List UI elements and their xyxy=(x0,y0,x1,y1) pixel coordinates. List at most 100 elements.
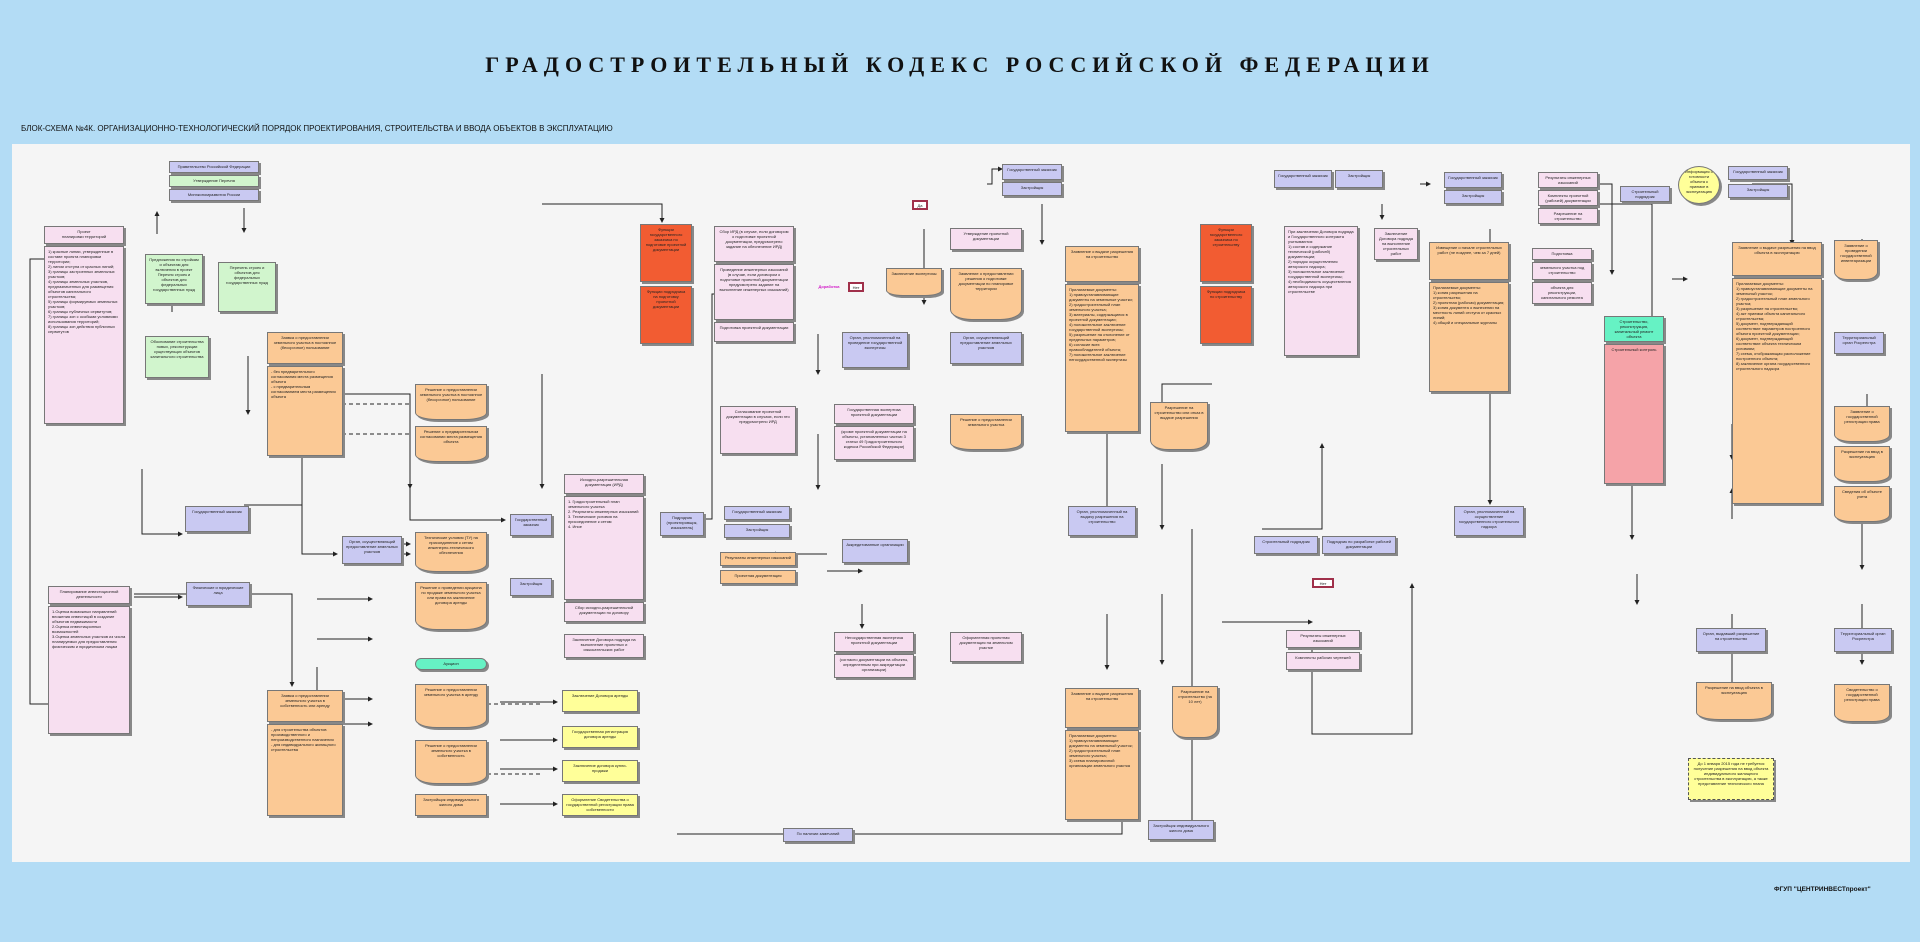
commission-permit-node: Разрешение на ввод объекта в эксплуатаци… xyxy=(1696,682,1772,720)
land-app-title: Заявка о предоставлении земельного участ… xyxy=(267,332,343,364)
info-notice-node: Информация о готовности объекта к приемк… xyxy=(1678,166,1720,204)
land-app-text: - без предварительного согласования мест… xyxy=(267,366,343,456)
territorial-org-node: Территориальный орган Росреестра xyxy=(1834,332,1884,354)
page-title: ГРАДОСТРОИТЕЛЬНЫЙ КОДЕКС РОССИЙСКОЙ ФЕДЕ… xyxy=(485,52,1435,77)
developer-individual-node: Застройщик индивидуального жилого дома xyxy=(1148,820,1214,840)
permit-construction-node: Разрешение на строительство xyxy=(1538,208,1598,224)
tech-conditions-node: Технические условия (ТУ) на присоединени… xyxy=(415,532,487,572)
surveys-node: Проведение инженерных изысканий (в случа… xyxy=(714,264,794,320)
decision-lease-node: Решение о предоставлении земельного учас… xyxy=(415,684,487,728)
proposals-node: Предложения по стройкам и объектам для в… xyxy=(145,254,203,304)
lease-contract-node: Заключение Договора аренды xyxy=(562,690,638,712)
developer-node-6: Застройщик xyxy=(1728,184,1788,198)
commission-app-title: Заявление о выдаче разрешения на ввод об… xyxy=(1732,242,1822,276)
gov-customer-node-6: Государственный заказчик xyxy=(1444,172,1502,188)
gov-customer-node-4: Государственный заказчик xyxy=(1002,164,1062,180)
land-app-2-title: Заявка о предоставлении земельного участ… xyxy=(267,690,343,722)
gov-customer-node-2: Государственный заказчик xyxy=(510,514,552,536)
decision-auction-node: Решение о проведении аукциона по продаже… xyxy=(415,582,487,630)
land-app-2-text: - для строительства объектов производств… xyxy=(267,724,343,816)
footer-author: ФГУП "ЦЕНТРИНВЕСТпроект" xyxy=(1774,886,1871,893)
info-objects-node: Сведения об объекте учета xyxy=(1834,486,1890,522)
permit-granted-node: Разрешение на строительство или отказ в … xyxy=(1150,402,1208,450)
construction-contract-node: Заключение Договора подряда на выполнени… xyxy=(1374,228,1418,260)
state-reg-app-node: Заявление о государственной регистрации … xyxy=(1834,406,1890,442)
notice-docs: Прилагаемые документы: 1) копия разрешен… xyxy=(1429,282,1509,392)
construction-contractor-node: Строительный подрядчик xyxy=(1254,536,1318,554)
invest-planning-list: 1.Оценка возможных направлений вложения … xyxy=(48,606,130,734)
permit-app-2-docs: Прилагаемые документы: 1) правоустанавли… xyxy=(1065,730,1139,820)
gov-customer-node-3: Государственный заказчик xyxy=(724,506,790,520)
lease-registration-node: Государственная регистрация договора аре… xyxy=(562,726,638,748)
permit-10-years-node: Разрешение на строительство (на 10 лет) xyxy=(1172,686,1218,738)
design-docs-node: Проектная документация xyxy=(720,570,796,584)
ird-collect-node: Сбор исходно-разрешительной документации… xyxy=(564,602,644,622)
gos-expertise-text: (кроме проектной документации на объекты… xyxy=(834,426,914,460)
ownership-cert-2-node: Свидетельство о государственной регистра… xyxy=(1834,684,1890,722)
flowchart-canvas: Правительство Российской Федерации Утвер… xyxy=(12,144,1910,862)
permit-app-title: Заявление о выдаче разрешения на строите… xyxy=(1065,246,1139,282)
permit-app-2-title: Заявление о выдаче разрешения на строите… xyxy=(1065,688,1139,728)
no-remarks-node: По наличии замечаний xyxy=(783,828,853,842)
permit-org-node: Орган, уполномоченный на выдачу разрешен… xyxy=(1068,506,1136,536)
org-land-node-2: Орган, осуществляющий предоставление зем… xyxy=(950,332,1022,364)
individuals-node: Физические и юридические лица xyxy=(186,582,250,606)
note-2015-node: До 1 января 2015 года не требуется получ… xyxy=(1688,758,1774,800)
developer-node-2: Застройщик xyxy=(724,524,790,538)
territorial-org-node-2: Территориальный орган Росреестра xyxy=(1834,628,1892,652)
objects-rebuild-node: объекта для реконструкции, капитального … xyxy=(1532,282,1592,304)
contract-terms-node: При заключении Договора подряда и Госуда… xyxy=(1284,226,1358,356)
project-planning-list: 1) красные линии, утвержденные в составе… xyxy=(44,246,124,424)
work-drawings-node: Комплекты рабочих чертежей xyxy=(1286,652,1360,670)
gos-expertise-org-node: Орган, уполномоченный на проведение госу… xyxy=(842,332,908,368)
decision-placement: Решение о предварительном согласовании м… xyxy=(415,426,487,462)
individual-house-developer-node: Застройщик индивидуального жилого дома xyxy=(415,794,487,816)
notice-title: Извещение о начале строительных работ (н… xyxy=(1429,242,1509,280)
preparation-node: Подготовка xyxy=(1532,248,1592,260)
design-approval-node: Согласование проектной документации в сл… xyxy=(720,406,796,454)
developer-node-4: Застройщик xyxy=(1335,170,1383,188)
decision-property-node: Решение о предоставлении земельного учас… xyxy=(415,740,487,784)
gov-customer-functions-construction: Функции государственного заказчика по ст… xyxy=(1200,224,1252,282)
gov-customer-functions-design: Функции государственного заказчика по по… xyxy=(640,224,692,282)
nongov-expertise-text: (согласно документации на объекты, опред… xyxy=(834,654,914,678)
perechen-node: Перечень строек и объектов для федеральн… xyxy=(218,262,276,312)
org-land-node: Орган, осуществляющий предоставление зем… xyxy=(342,536,402,564)
land-plots-node: земельного участка под строительство xyxy=(1532,262,1592,280)
contractor-functions-design: Функции подрядчика на подготовку проектн… xyxy=(640,286,692,344)
legend-item-ministry: Минэкономразвития России xyxy=(169,189,259,201)
developer-node-3: Застройщик xyxy=(1002,182,1062,196)
survey-results-2-node: Результаты инженерных изысканий xyxy=(1286,630,1360,648)
gov-customer-node-5: Государственный заказчик xyxy=(1274,170,1332,188)
contractor-functions-construction: Функции подрядчика по строительству xyxy=(1200,286,1252,344)
diagram-subtitle: БЛОК-СХЕМА №4К. ОРГАНИЗАЦИОННО-ТЕХНОЛОГИ… xyxy=(21,124,613,133)
rework-label: Доработка xyxy=(818,284,840,289)
legend-item-government: Правительство Российской Федерации xyxy=(169,161,259,173)
design-prep-node: Подготовка проектной документации xyxy=(714,322,794,342)
project-planning-title: Проект планировки территорий xyxy=(44,226,124,244)
construction-contractor-node-2: Строительный подрядчик xyxy=(1620,186,1670,202)
ird-list: 1. Градостроительный план земельного уча… xyxy=(564,496,644,600)
design-sets-node: Комплекты проектной (рабочей) документац… xyxy=(1538,190,1598,206)
accredited-org-node: Аккредитованные организации xyxy=(842,539,908,563)
approval-design-node: Утверждение проектной документации xyxy=(950,228,1022,250)
supervision-org-node: Орган, уполномоченный на осуществление г… xyxy=(1454,506,1524,536)
nongov-expertise-node: Негосударственная экспертиза проектной д… xyxy=(834,632,914,652)
design-form-node: Оформленная проектная документация на зе… xyxy=(950,632,1022,662)
survey-results-node: Результаты инженерных изысканий xyxy=(720,552,796,566)
permit-commission-node: Разрешение на ввод в эксплуатацию xyxy=(1834,446,1890,482)
registration-app-node: Заявление о проведении государственной и… xyxy=(1834,240,1878,280)
construction-control-node: Строительный контроль xyxy=(1604,344,1664,484)
contractor-node: Подрядчик (проектировщик, изыскатель) xyxy=(660,512,704,536)
invest-planning-title: Планирование инвестиционной деятельности xyxy=(48,586,130,604)
no-decision-label-2: Нет xyxy=(1312,578,1334,588)
gov-customer-node-7: Государственный заказчик xyxy=(1728,166,1788,180)
commission-app-docs: Прилагаемые документы: 1) правоустанавли… xyxy=(1732,278,1822,504)
expertise-conclusion-node: Заключение экспертизы xyxy=(886,268,942,296)
gov-customer-node-1: Государственный заказчик xyxy=(185,506,249,532)
developer-node-5: Застройщик xyxy=(1444,190,1502,204)
sale-contract-node: Заключение договора купли-продажи xyxy=(562,760,638,782)
permit-org-node-2: Орган, выдавший разрешение на строительс… xyxy=(1696,628,1766,652)
auction-node: Аукцион xyxy=(415,658,487,670)
yes-decision-label: Да xyxy=(912,200,928,210)
